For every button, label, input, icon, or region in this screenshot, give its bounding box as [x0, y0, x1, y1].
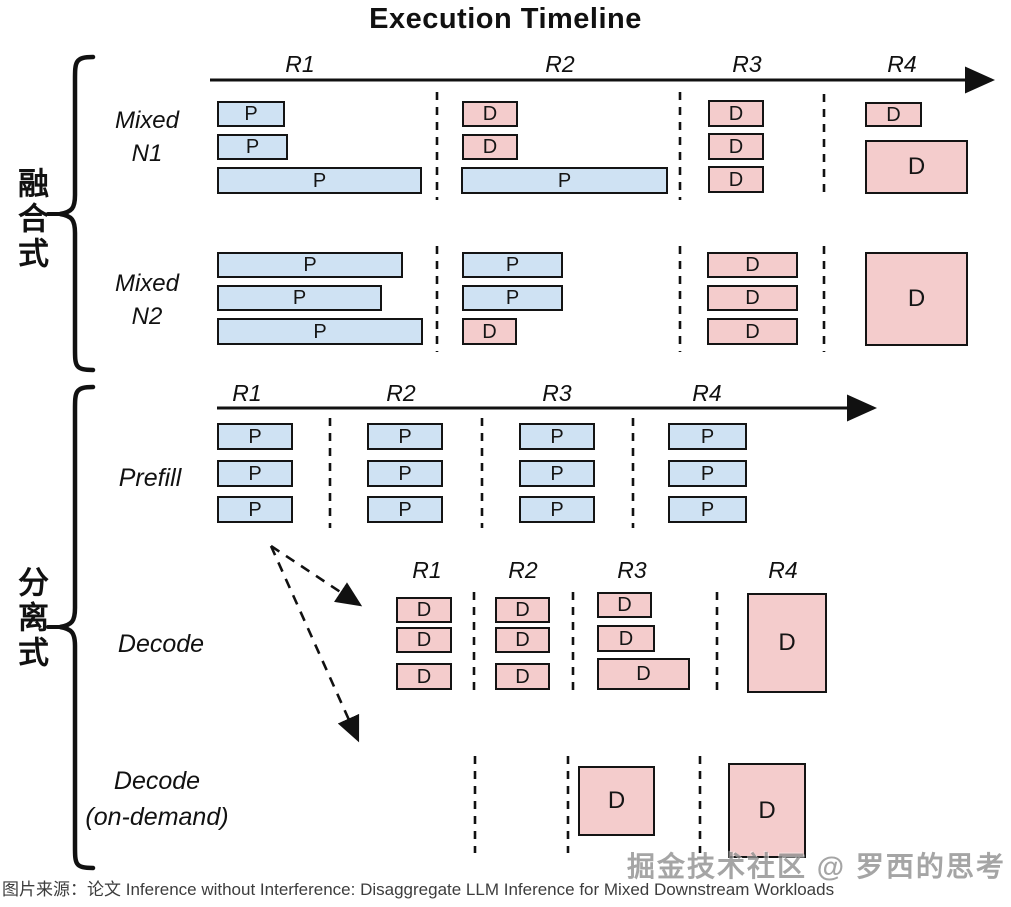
- decode-axis-label-r2: R2: [508, 557, 538, 583]
- prefill-task-box: P: [217, 167, 422, 194]
- page-title: Execution Timeline: [369, 3, 642, 35]
- decode-task-box: D: [865, 140, 968, 194]
- prefill-axis-label-r3: R3: [542, 380, 572, 406]
- decode-task-box: D: [707, 285, 798, 311]
- community-watermark: 掘金技术社区 @ 罗西的思考: [627, 851, 1006, 882]
- fused-axis-label-r3: R3: [732, 51, 762, 77]
- prefill-task-box: P: [217, 496, 293, 523]
- decode-task-box: D: [597, 658, 690, 690]
- decode-task-box: D: [747, 593, 827, 693]
- decode-axis-label-r1: R1: [412, 557, 442, 583]
- prefill-task-box: P: [519, 496, 595, 523]
- row-label-decode-on-demand: Decode (on-demand): [52, 763, 262, 835]
- prefill-task-box: P: [217, 318, 423, 345]
- prefill-task-box: P: [217, 423, 293, 450]
- prefill-task-box: P: [462, 285, 563, 311]
- prefill-task-box: P: [217, 134, 288, 160]
- row-label-mixed-n1-line2: N1: [131, 140, 163, 167]
- decode-task-box: D: [708, 100, 764, 127]
- row-label-mixed-n2: Mixed N2: [103, 267, 191, 333]
- prefill-task-box: P: [668, 496, 747, 523]
- decode-task-box: D: [597, 592, 652, 618]
- prefill-task-box: P: [462, 252, 563, 278]
- prefill-axis-label-r4: R4: [692, 380, 722, 406]
- decode-task-box: D: [396, 627, 452, 653]
- prefill-axis-label-r2: R2: [386, 380, 416, 406]
- row-label-prefill: Prefill: [118, 464, 182, 492]
- decode-task-box: D: [462, 134, 518, 160]
- row-label-on-demand-line1: Decode: [113, 767, 201, 795]
- decode-task-box: D: [462, 101, 518, 127]
- decode-task-box: D: [865, 102, 922, 127]
- prefill-task-box: P: [217, 101, 285, 127]
- decode-task-box: D: [865, 252, 968, 346]
- row-label-mixed-n2-line1: Mixed: [114, 270, 180, 297]
- prefill-task-box: P: [367, 496, 443, 523]
- prefill-task-box: P: [668, 460, 747, 487]
- row-label-mixed-n1-line1: Mixed: [114, 107, 180, 134]
- decode-task-box: D: [495, 663, 550, 690]
- prefill-task-box: P: [367, 423, 443, 450]
- decode-task-box: D: [707, 318, 798, 345]
- prefill-task-box: P: [367, 460, 443, 487]
- row-label-mixed-n2-line2: N2: [131, 303, 163, 330]
- image-source-caption: 图片来源：论文 Inference without Interference: …: [2, 880, 835, 899]
- prefill-task-box: P: [217, 252, 403, 278]
- fused-axis-label-r2: R2: [545, 51, 575, 77]
- prefill-task-box: P: [668, 423, 747, 450]
- decode-task-box: D: [597, 625, 655, 652]
- section-label-fused: 融合式: [13, 167, 48, 272]
- decode-task-box: D: [708, 166, 764, 193]
- decode-axis-label-r3: R3: [617, 557, 647, 583]
- decode-task-box: D: [708, 133, 764, 160]
- prefill-task-box: P: [519, 460, 595, 487]
- decode-task-box: D: [396, 597, 452, 623]
- decode-task-box: D: [578, 766, 655, 836]
- prefill-axis-label-r1: R1: [232, 380, 262, 406]
- fused-brace: [59, 54, 96, 373]
- prefill-task-box: P: [217, 285, 382, 311]
- fused-axis-label-r1: R1: [285, 51, 315, 77]
- decode-task-box: D: [495, 627, 550, 653]
- row-label-on-demand-line2: (on-demand): [85, 803, 229, 831]
- decode-task-box: D: [396, 663, 452, 690]
- decode-task-box: D: [462, 318, 517, 345]
- prefill-task-box: P: [461, 167, 668, 194]
- row-label-decode: Decode: [117, 630, 205, 658]
- decode-task-box: D: [495, 597, 550, 623]
- prefill-to-decode-arrows: [269, 544, 363, 743]
- decode-task-box: D: [728, 763, 806, 858]
- fused-axis-label-r4: R4: [887, 51, 917, 77]
- decode-task-box: D: [707, 252, 798, 278]
- section-label-disaggregated: 分离式: [13, 566, 48, 671]
- decode-axis-label-r4: R4: [768, 557, 798, 583]
- prefill-task-box: P: [217, 460, 293, 487]
- row-label-mixed-n1: Mixed N1: [103, 104, 191, 170]
- prefill-task-box: P: [519, 423, 595, 450]
